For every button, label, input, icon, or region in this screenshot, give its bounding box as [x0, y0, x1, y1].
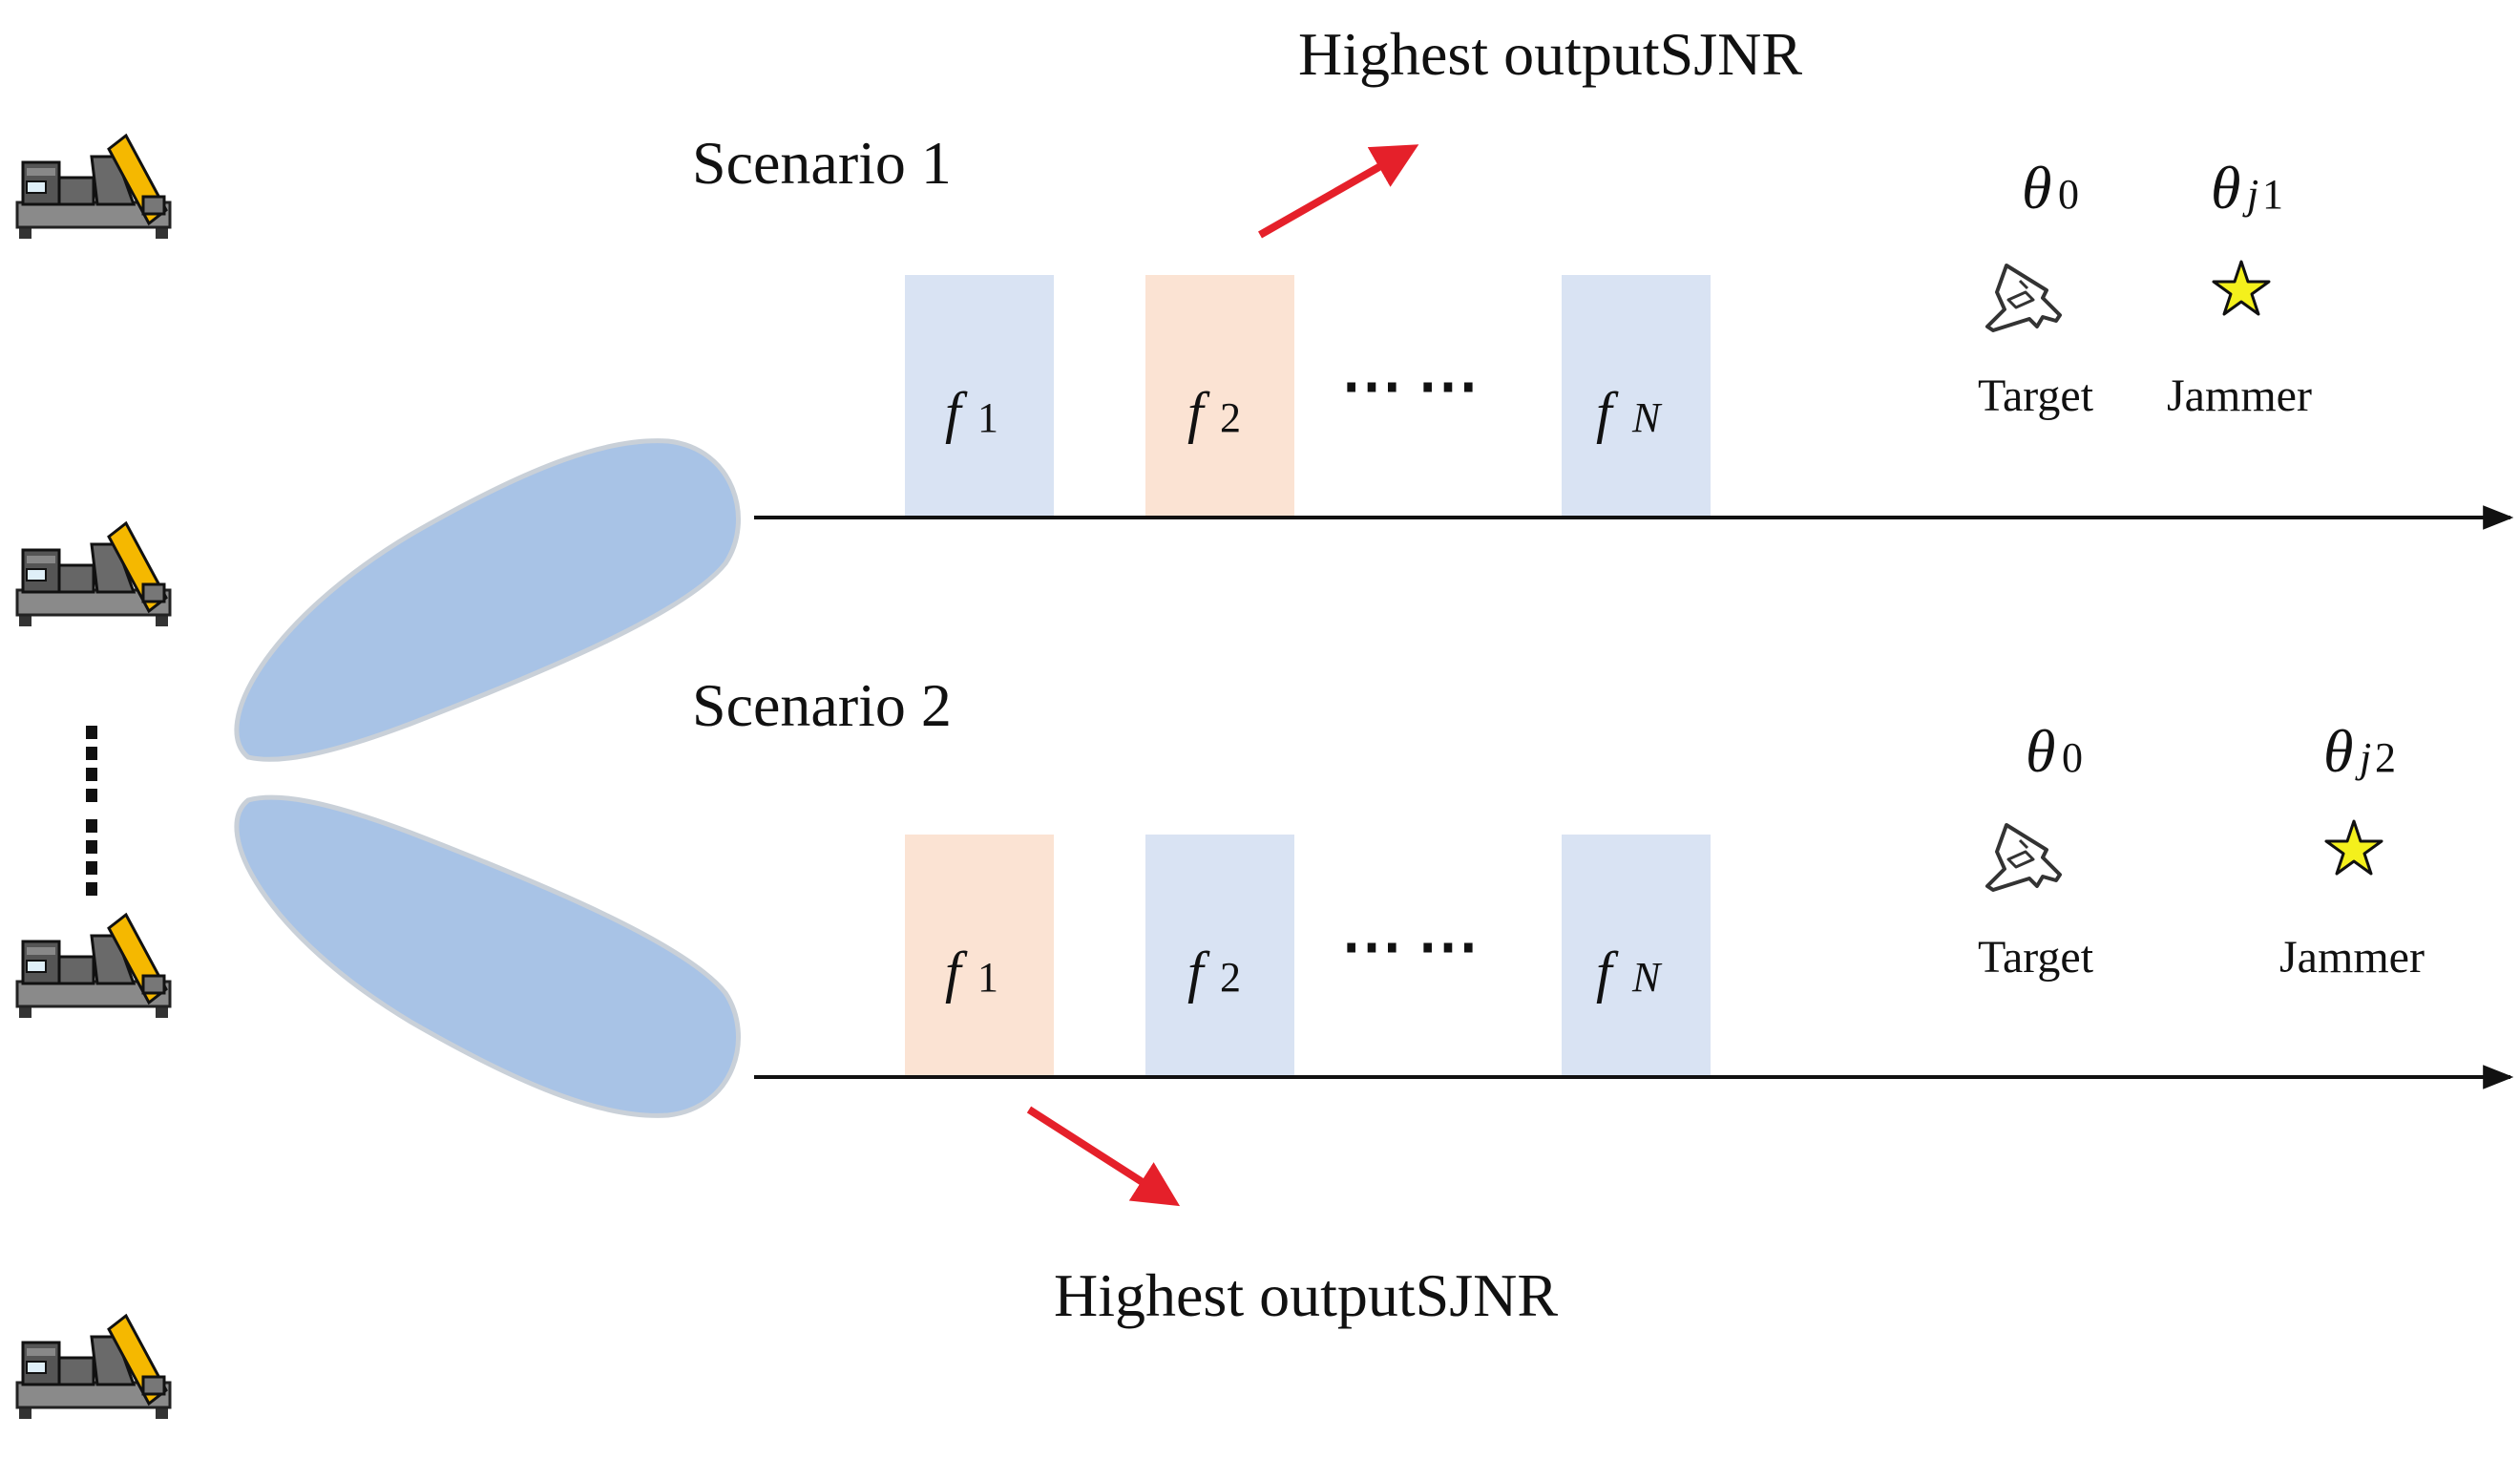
scenario-2-highlight: Highest outputSJNR: [1054, 1261, 1558, 1329]
radar-array: [15, 134, 172, 1421]
scenario-1-select-arrow: [1258, 144, 1419, 239]
jammer-angle-2-sub-j: j: [2355, 734, 2371, 781]
jammer-angle-2-sub-n: 2: [2375, 734, 2396, 781]
beam-upper: [234, 438, 741, 762]
freq-sub-f2: 2: [1220, 954, 1241, 1001]
target-angle-2: θ: [2026, 717, 2055, 785]
freq-block-f2: [1145, 275, 1294, 518]
freq-ellipsis: ⋯ ⋯: [1341, 912, 1479, 980]
radar-antenna-icon: [15, 913, 172, 1020]
scenario-2-select-arrow: [1026, 1106, 1181, 1207]
target-label-2: Target: [1978, 932, 2094, 983]
target-angle-1: θ: [2022, 154, 2051, 222]
jammer-angle-2: θ: [2323, 717, 2353, 785]
star-icon: [2324, 819, 2384, 876]
freq-sub-fN: N: [1631, 394, 1663, 441]
freq-sub-f1: 1: [977, 954, 998, 1001]
freq-sub-f2: 2: [1220, 394, 1241, 441]
scenario-1-title: Scenario 1: [692, 129, 952, 197]
freq-block-fN: [1562, 835, 1711, 1077]
scenario-1: Scenario 1 Highest outputSJNR f 1 f 2 f …: [692, 20, 2514, 530]
fighter-jet-icon: [1985, 823, 2062, 892]
fighter-jet-icon: [1985, 264, 2062, 332]
freq-ellipsis: ⋯ ⋯: [1341, 351, 1479, 419]
radar-antenna-icon: [15, 134, 172, 241]
freq-block-fN: [1562, 275, 1711, 518]
jammer-angle-1: θ: [2211, 154, 2240, 222]
freq-block-f2: [1145, 835, 1294, 1077]
freq-sub-fN: N: [1631, 954, 1663, 1001]
scenario-2-title: Scenario 2: [692, 671, 952, 739]
target-angle-1-sub: 0: [2058, 171, 2079, 218]
star-icon: [2212, 260, 2271, 316]
freq-block-f1: [905, 275, 1054, 518]
radar-antenna-icon: [15, 521, 172, 628]
scenario-2: Scenario 2 Highest outputSJNR f 1 f 2 f …: [692, 671, 2514, 1329]
freq-block-f1: [905, 835, 1054, 1077]
beam-lower: [234, 794, 741, 1118]
jammer-label-1: Jammer: [2167, 370, 2312, 421]
target-angle-2-sub: 0: [2062, 734, 2083, 781]
radar-antenna-icon: [15, 1314, 172, 1421]
jammer-label-2: Jammer: [2279, 932, 2425, 983]
jammer-angle-1-sub-j: j: [2242, 171, 2258, 218]
array-ellipsis-icon: [86, 726, 97, 896]
jammer-angle-1-sub-n: 1: [2262, 171, 2283, 218]
freq-sub-f1: 1: [977, 394, 998, 441]
target-label-1: Target: [1978, 370, 2094, 421]
scenario-1-highlight: Highest outputSJNR: [1298, 20, 1802, 88]
